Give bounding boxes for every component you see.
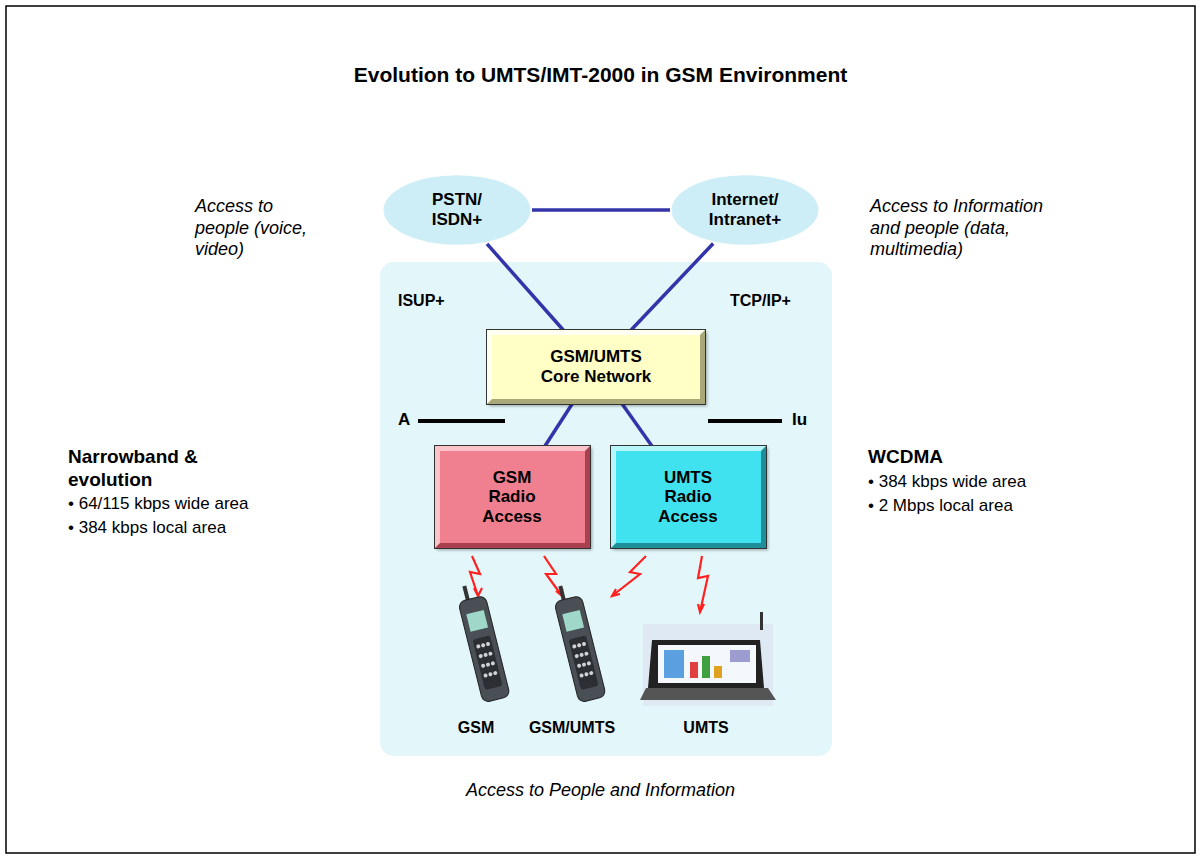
- link-line: [532, 208, 670, 212]
- link-line: [487, 244, 563, 330]
- node-text: Internet/ Intranet+: [700, 190, 790, 229]
- title: Evolution to UMTS/IMT-2000 in GSM Enviro…: [0, 62, 1201, 87]
- rate-bullet: • 384 kbps wide area: [868, 472, 1026, 492]
- link-line: [622, 404, 652, 446]
- protocol-label: TCP/IP+: [730, 291, 791, 310]
- interface-label: A: [398, 410, 410, 430]
- network-cloud: Internet/ Intranet+: [670, 173, 820, 247]
- node-label: PSTN/ ISDN+: [422, 190, 492, 229]
- access-note: Access to people (voice, video): [195, 196, 320, 261]
- gsm-phone: [455, 582, 511, 703]
- rate-bullet: • 2 Mbps local area: [868, 496, 1013, 516]
- radio-access-box: UMTS Radio Access: [611, 446, 766, 548]
- umts-terminal: [640, 612, 776, 706]
- lightning-bolt: [470, 556, 482, 596]
- node-label: UMTS Radio Access: [651, 468, 726, 527]
- lightning-bolt: [612, 556, 646, 596]
- interface-bar: [418, 419, 505, 423]
- caption: Access to People and Information: [0, 780, 1201, 802]
- technology-heading: WCDMA: [868, 446, 943, 469]
- network-cloud: PSTN/ ISDN+: [382, 173, 532, 247]
- node-label: Internet/ Intranet+: [700, 190, 790, 229]
- frame: [6, 6, 1195, 853]
- terminal-label: UMTS: [683, 718, 728, 737]
- network-panel: [380, 262, 832, 756]
- core-network-box: GSM/UMTS Core Network: [487, 330, 705, 404]
- access-note: Access to Information and people (data, …: [870, 196, 1045, 261]
- node-label: GSM Radio Access: [475, 468, 550, 527]
- node-text: PSTN/ ISDN+: [422, 190, 492, 229]
- terminal-label: GSM/UMTS: [529, 718, 615, 737]
- node-text: GSM/UMTS Core Network: [534, 347, 659, 386]
- technology-heading: Narrowband & evolution: [68, 446, 228, 492]
- radio-access-box: GSM Radio Access: [435, 446, 590, 548]
- rate-bullet: • 384 kbps local area: [68, 518, 226, 538]
- link-line: [631, 244, 713, 330]
- dual-mode-phone: [551, 582, 607, 703]
- radio-link: [470, 556, 708, 612]
- interface-bar: [708, 419, 782, 423]
- lightning-bolt: [698, 556, 708, 612]
- rate-bullet: • 64/115 kbps wide area: [68, 494, 248, 514]
- node-text: UMTS Radio Access: [651, 468, 726, 527]
- interface-label: Iu: [792, 410, 807, 430]
- protocol-label: ISUP+: [398, 291, 445, 310]
- link-line: [545, 404, 572, 446]
- terminal-label: GSM: [458, 718, 494, 737]
- node-label: GSM/UMTS Core Network: [534, 347, 659, 386]
- node-text: GSM Radio Access: [475, 468, 550, 527]
